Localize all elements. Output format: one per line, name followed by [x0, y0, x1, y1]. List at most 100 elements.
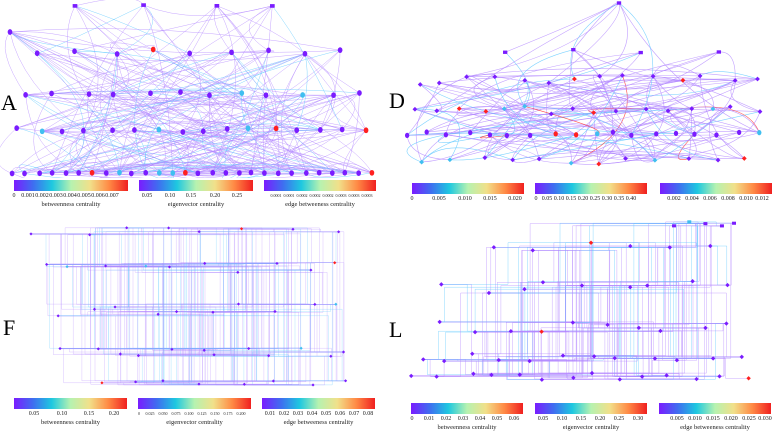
network-node: [629, 132, 634, 138]
network-edge: [126, 227, 311, 271]
tick-label: 0: [534, 196, 538, 202]
network-edge: [216, 5, 280, 174]
network-node: [710, 106, 716, 112]
network-node: [200, 128, 206, 135]
network-edge: [42, 131, 107, 174]
network-node: [266, 47, 271, 54]
network-edge: [487, 135, 513, 161]
network-node: [311, 383, 315, 387]
network-node: [597, 73, 603, 79]
network-node: [110, 127, 115, 134]
network-edge: [9, 31, 146, 173]
network-node: [703, 222, 708, 226]
network-edge: [669, 222, 734, 248]
network-edge: [115, 306, 302, 349]
network-node: [289, 170, 294, 176]
network-edge: [444, 331, 476, 362]
network-edge: [78, 161, 359, 174]
network-edge: [574, 78, 760, 133]
network-node: [489, 372, 494, 378]
network-edge: [9, 31, 320, 173]
network-edge: [638, 247, 670, 329]
network-edge: [273, 262, 335, 382]
network-node: [468, 129, 473, 136]
network-edge: [31, 233, 315, 305]
network-edge: [439, 74, 701, 84]
tick-label: 0.10: [556, 416, 568, 422]
network-edge: [692, 223, 706, 282]
network-edge: [264, 92, 360, 174]
network-edge: [113, 52, 232, 95]
tick-label: 0.01: [423, 416, 435, 422]
network-node: [755, 76, 760, 82]
network-edge: [46, 264, 238, 273]
panel-letter-f: F: [3, 315, 16, 340]
network-edge: [69, 130, 93, 174]
network-node: [553, 131, 558, 137]
network-edge: [92, 172, 359, 178]
network-node: [424, 129, 429, 135]
network-edge: [116, 4, 154, 55]
colorbar-gradient: [412, 183, 524, 194]
network-edge: [126, 227, 311, 271]
network-node: [294, 127, 300, 134]
network-edge: [39, 130, 85, 174]
network-edge: [46, 227, 127, 265]
network-node: [692, 131, 697, 137]
network-edge: [39, 172, 333, 178]
network-edge: [293, 228, 339, 233]
network-edge: [506, 134, 577, 136]
network-node: [271, 379, 275, 383]
tick-label: 0.001: [21, 193, 35, 199]
tick-label: 0.015: [483, 196, 497, 202]
network-edge: [498, 324, 608, 361]
network-edge: [168, 227, 277, 264]
network-node: [110, 91, 116, 98]
network-edge: [46, 264, 239, 305]
network-edge: [646, 107, 696, 135]
network-edge: [94, 266, 170, 310]
network-edge: [406, 135, 450, 160]
network-node: [732, 221, 736, 225]
network-edge: [25, 50, 269, 96]
network-edge: [539, 112, 597, 160]
network-node: [571, 48, 576, 52]
network-edge: [591, 242, 592, 374]
network-edge: [304, 53, 367, 131]
network-node: [236, 302, 241, 306]
network-edge: [570, 112, 594, 164]
network-node: [522, 103, 528, 109]
tick-label: 0.03: [457, 416, 469, 422]
network-edge: [51, 4, 144, 173]
network-edge: [119, 5, 218, 173]
network-edge: [652, 51, 719, 77]
network-edge: [625, 76, 665, 159]
network-edge: [594, 356, 615, 359]
network-edge: [491, 282, 543, 376]
network-edge: [9, 31, 183, 133]
tick-label: 0: [12, 193, 16, 199]
network-edge: [143, 4, 273, 17]
network-node: [156, 312, 160, 316]
network-node: [302, 50, 308, 57]
network-edge: [61, 92, 242, 132]
network-edge: [406, 78, 575, 136]
network-node: [170, 170, 176, 176]
network-edge: [87, 94, 120, 173]
network-edge: [135, 311, 177, 383]
panel-d: D 0 0.005 0.010 0.015 0.020 0 0.05 0.10 …: [387, 0, 774, 217]
network-edge: [581, 285, 742, 358]
network-edge: [145, 265, 213, 313]
network-edge: [105, 265, 177, 312]
tick-label: 0.030: [758, 416, 772, 422]
network-node: [56, 314, 60, 318]
network-edge: [11, 53, 306, 174]
network-node: [148, 90, 153, 97]
colorbar-title: eigenvector centrality: [167, 201, 225, 208]
network-node: [591, 110, 597, 116]
network-edge: [591, 242, 711, 247]
network-node: [697, 73, 703, 79]
network-edge: [439, 242, 591, 323]
network-edge: [25, 94, 79, 174]
network-node: [88, 233, 92, 237]
